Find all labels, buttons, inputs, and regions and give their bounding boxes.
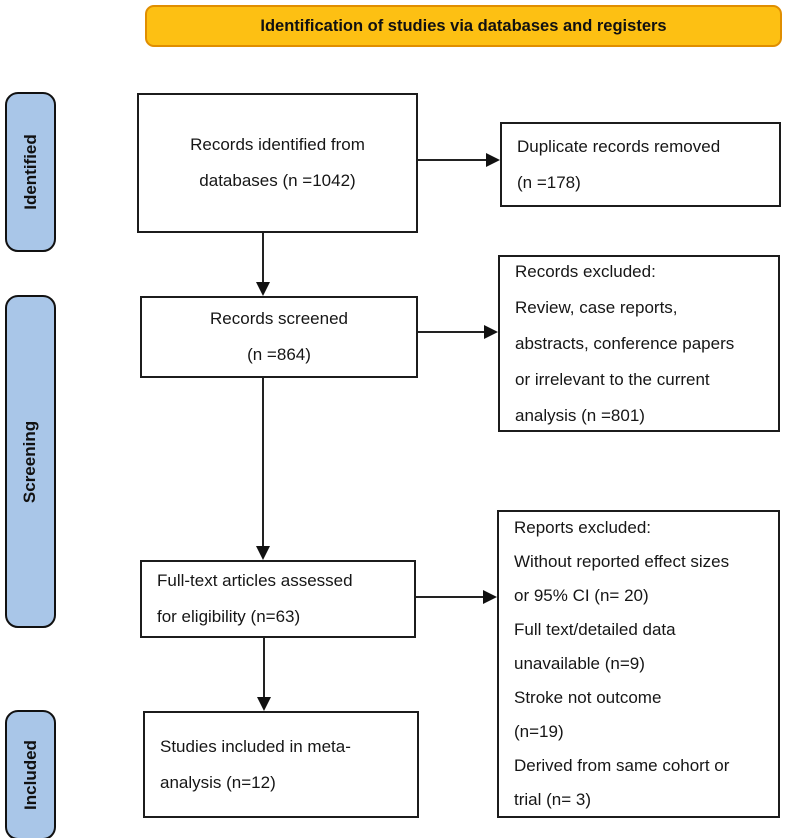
box-records-identified-text: Records identified from databases (n =10… xyxy=(190,135,365,190)
arrow-line xyxy=(418,159,487,161)
stage-label-screening: Screening xyxy=(5,295,56,628)
box-reports-excluded-text: Reports excluded: Without reported effec… xyxy=(514,518,730,809)
stage-label-included-text: Included xyxy=(20,740,40,810)
arrow-line xyxy=(418,331,485,333)
box-duplicate-records-removed: Duplicate records removed (n =178) xyxy=(500,122,781,207)
box-fulltext-assessed-text: Full-text articles assessed for eligibil… xyxy=(157,571,353,626)
arrow-head-right-icon xyxy=(486,153,500,167)
arrow-head-right-icon xyxy=(483,590,497,604)
box-reports-excluded: Reports excluded: Without reported effec… xyxy=(497,510,780,818)
box-studies-included: Studies included in meta- analysis (n=12… xyxy=(143,711,419,818)
box-records-screened-text: Records screened (n =864) xyxy=(210,309,348,364)
box-fulltext-assessed: Full-text articles assessed for eligibil… xyxy=(140,560,416,638)
arrow-head-right-icon xyxy=(484,325,498,339)
stage-label-screening-text: Screening xyxy=(20,420,40,503)
arrow-head-down-icon xyxy=(256,282,270,296)
arrow-line xyxy=(262,233,264,283)
box-records-screened: Records screened (n =864) xyxy=(140,296,418,378)
diagram-title: Identification of studies via databases … xyxy=(260,16,667,35)
box-records-excluded-text: Records excluded: Review, case reports, … xyxy=(515,261,735,425)
box-records-excluded: Records excluded: Review, case reports, … xyxy=(498,255,780,432)
stage-label-included: Included xyxy=(5,710,56,838)
box-records-identified: Records identified from databases (n =10… xyxy=(137,93,418,233)
box-studies-included-text: Studies included in meta- analysis (n=12… xyxy=(160,736,351,792)
arrow-line xyxy=(262,378,264,547)
arrow-line xyxy=(263,638,265,698)
stage-label-identified: Identified xyxy=(5,92,56,252)
stage-label-identified-text: Identified xyxy=(20,134,40,210)
arrow-head-down-icon xyxy=(257,697,271,711)
arrow-head-down-icon xyxy=(256,546,270,560)
box-duplicate-records-removed-text: Duplicate records removed (n =178) xyxy=(517,136,721,192)
diagram-title-banner: Identification of studies via databases … xyxy=(145,5,782,47)
arrow-line xyxy=(416,596,484,598)
